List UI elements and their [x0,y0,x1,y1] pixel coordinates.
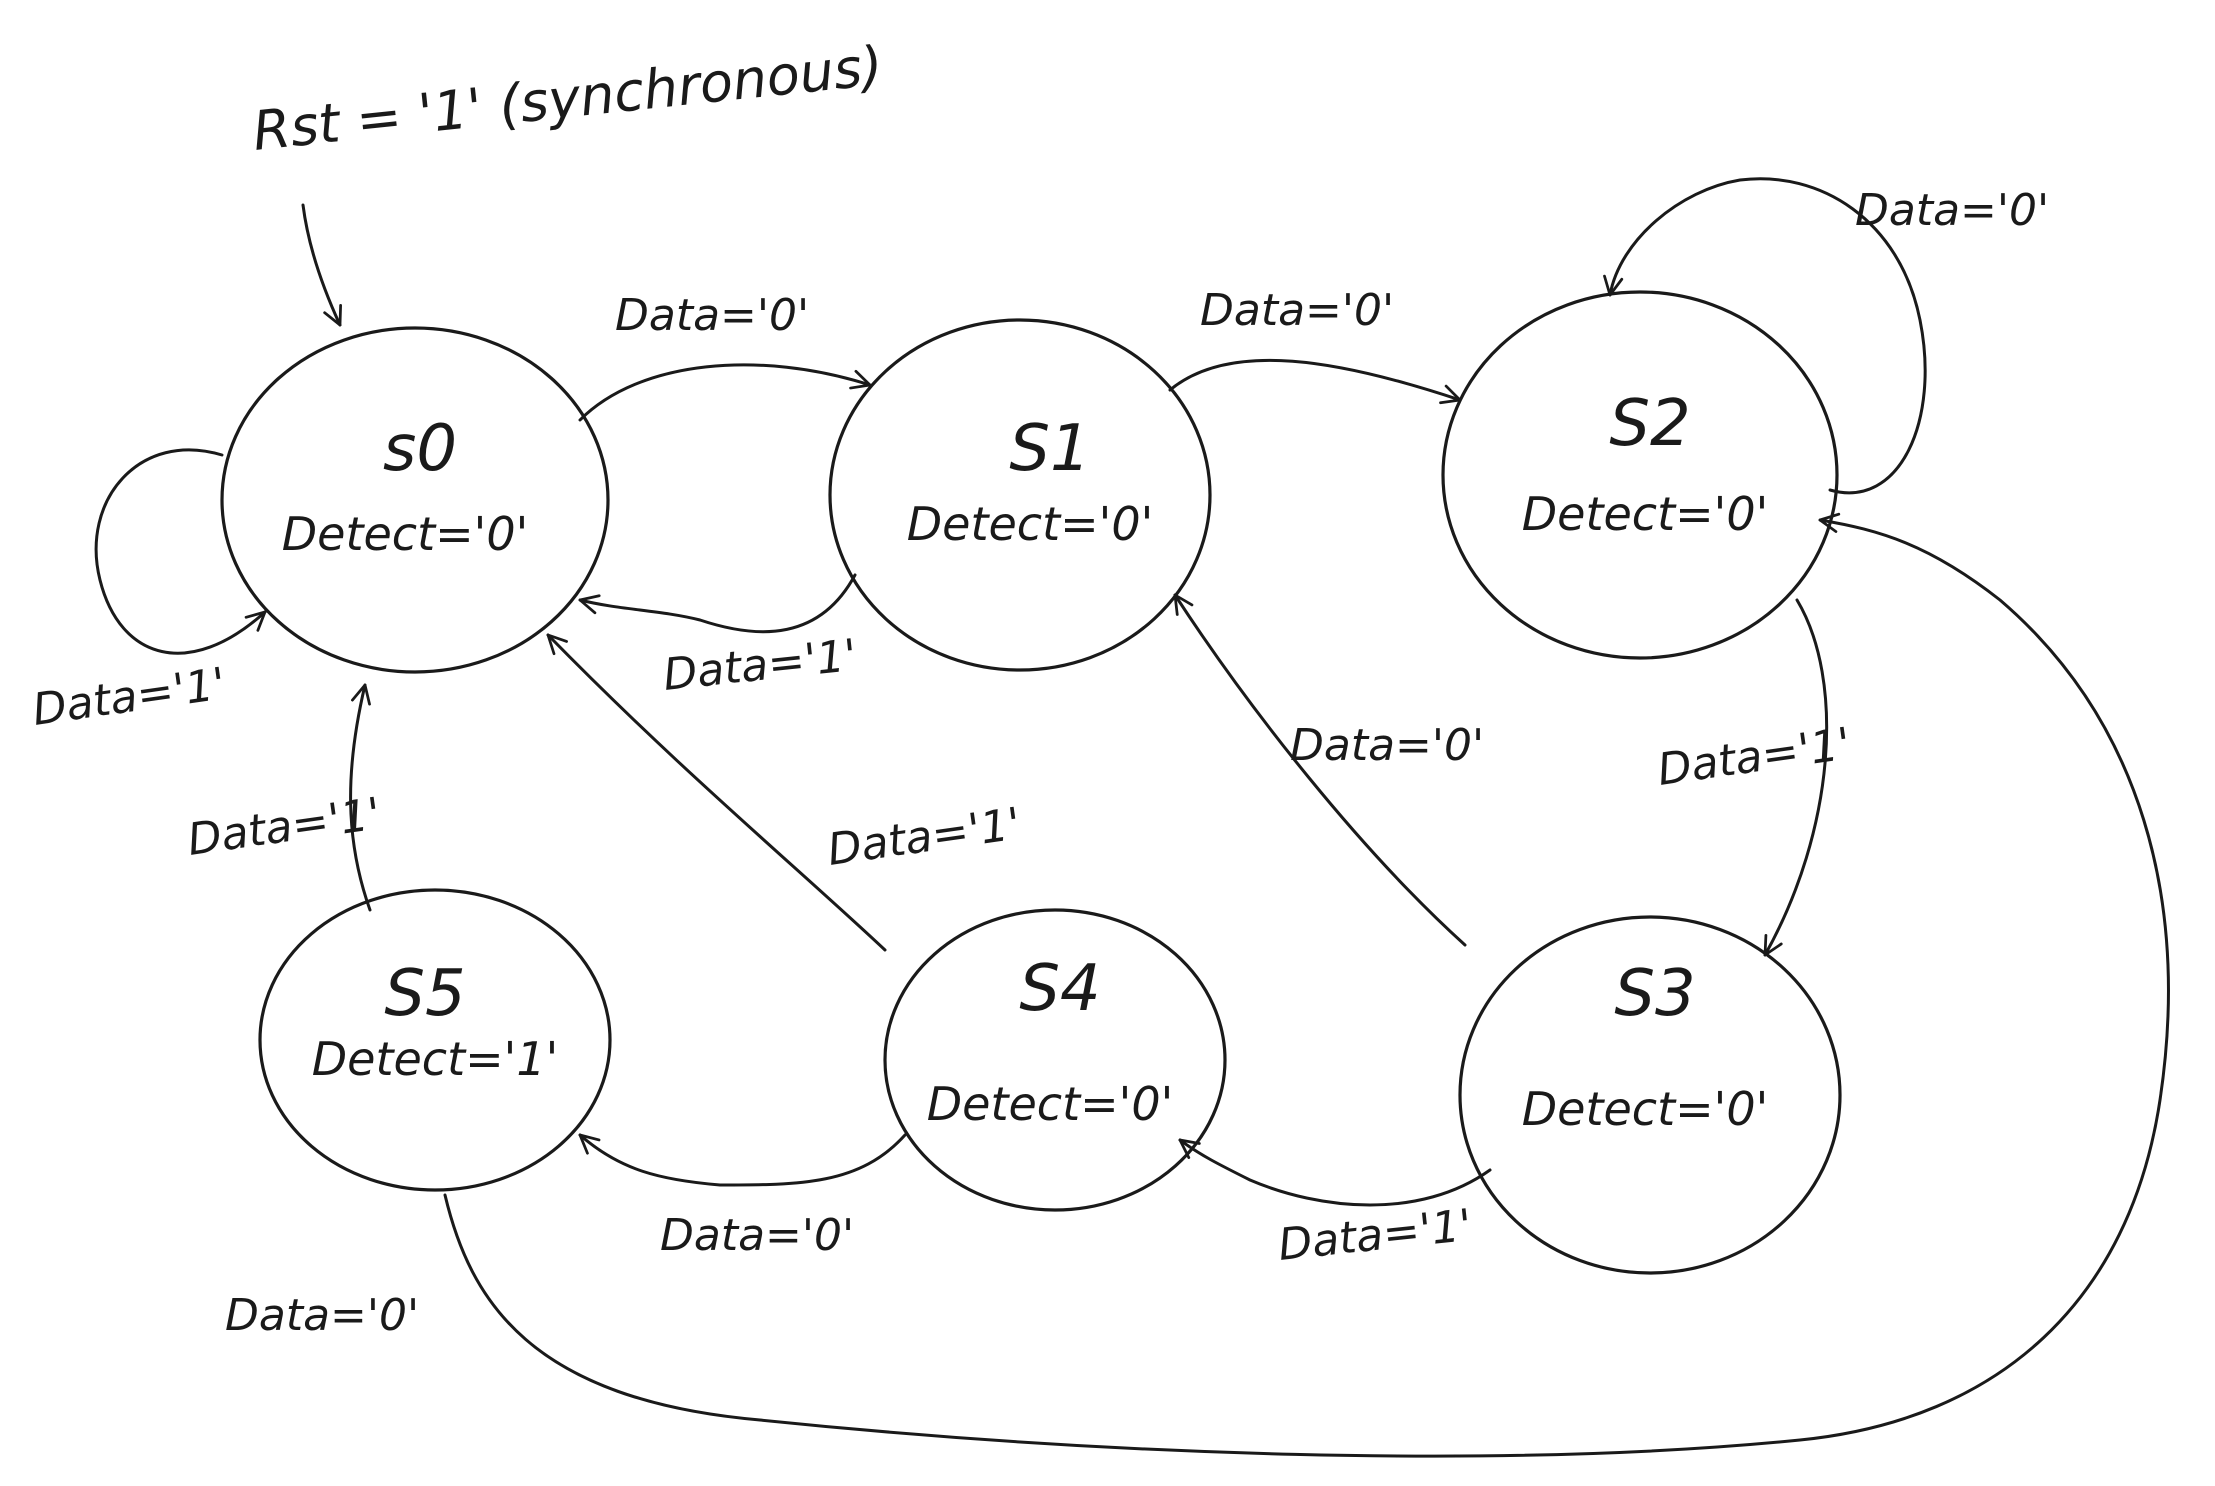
edge-s1-s2 [1168,358,1462,405]
state-s0-name: s0 [383,412,457,486]
state-s5-output: Detect='1' [312,1032,559,1086]
state-s3-name: S3 [1614,957,1695,1031]
state-s2-output: Detect='0' [1522,487,1769,541]
edge-s1-s0-label: Data='1' [661,630,859,701]
edge-s3-s4 [1178,1138,1492,1207]
edge-s0-s0 [94,448,267,655]
edge-s4-s0-label: Data='1' [824,798,1023,876]
edge-s3-s1-label: Data='0' [1290,720,1484,771]
edge-s3-s1 [1173,593,1467,947]
state-s1-output: Detect='0' [907,497,1154,551]
state-s4-name: S4 [1019,952,1100,1026]
state-s3: S3 Detect='0' [1458,915,1842,1275]
reset-arrow [301,203,342,327]
state-s1: S1 Detect='0' [828,318,1212,672]
edge-s0-s1-label: Data='0' [615,290,809,341]
edge-s2-s2-label: Data='0' [1855,185,2049,236]
state-s0-output: Detect='0' [282,507,529,561]
state-s4-output: Detect='0' [927,1077,1174,1131]
state-s2: S2 Detect='0' [1441,290,1839,660]
edge-s5-s2 [443,512,2170,1458]
state-s4: S4 Detect='0' [883,908,1227,1212]
edge-s5-s2-label: Data='0' [225,1290,419,1341]
state-s2-name: S2 [1609,387,1690,461]
state-s0: s0 Detect='0' [220,326,610,674]
edge-s1-s0 [578,573,857,634]
edge-s1-s2-label: Data='0' [1200,285,1394,336]
state-s3-output: Detect='0' [1522,1082,1769,1136]
edge-s5-s0 [349,683,372,912]
edge-s0-s1 [578,363,872,422]
edge-s4-s0 [546,633,887,952]
edge-s0-s0-label: Data='1' [29,658,228,736]
edge-s2-s2 [1603,177,1927,495]
edge-s3-s4-label: Data='1' [1276,1200,1474,1271]
state-s5: S5 Detect='1' [258,888,612,1192]
state-s1-name: S1 [1009,412,1090,486]
state-s5-name: S5 [384,957,465,1031]
edge-s2-s3 [1763,598,1829,957]
edge-s4-s5 [578,1133,907,1187]
reset-label: Rst = '1' (synchronous) [250,34,886,163]
edge-s4-s5-label: Data='0' [660,1210,854,1261]
